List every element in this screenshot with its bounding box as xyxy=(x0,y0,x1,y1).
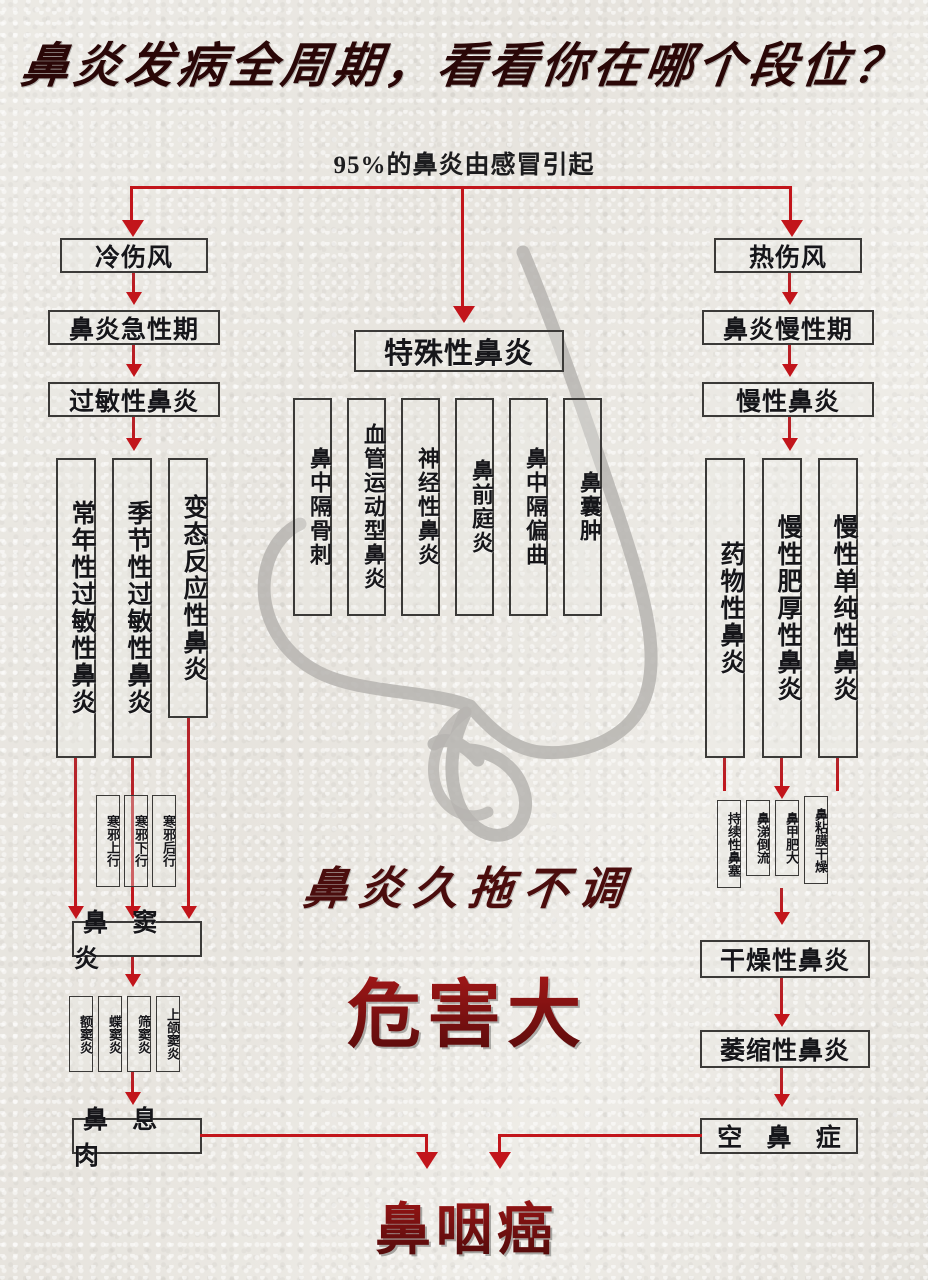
box-left-path-2[interactable]: 寒邪后行 xyxy=(152,795,176,887)
left-connector-5 xyxy=(131,1072,134,1096)
right-path-line-1 xyxy=(780,758,783,791)
bottom-right-connector xyxy=(498,1134,702,1137)
final-outcome-text: 鼻咽癌 xyxy=(0,1185,928,1266)
box-left-sinus-0[interactable]: 额窦炎 xyxy=(69,996,93,1072)
box-right-symptom-0[interactable]: 持续性鼻塞 xyxy=(717,800,741,888)
box-left-subtype-0[interactable]: 常年性过敏性鼻炎 xyxy=(56,458,96,758)
right-path-line-0 xyxy=(723,758,726,791)
box-middle-type-3[interactable]: 鼻前庭炎 xyxy=(455,398,494,616)
warning-line-1: 鼻炎久拖不调 xyxy=(300,864,637,914)
top-right-drop xyxy=(789,186,792,224)
subtitle-text: 95%的鼻炎由感冒引起 xyxy=(333,152,595,179)
arrow-right-1 xyxy=(782,292,798,305)
box-right-subtype-0[interactable]: 药物性鼻炎 xyxy=(705,458,745,758)
left-connector-1 xyxy=(132,273,135,297)
box-middle-type-5[interactable]: 鼻囊肿 xyxy=(563,398,602,616)
box-middle-type-1[interactable]: 血管运动型鼻炎 xyxy=(347,398,386,616)
left-path-line-2 xyxy=(187,718,190,913)
box-right-symptom-2[interactable]: 鼻甲肥大 xyxy=(775,800,799,876)
left-path-line-0 xyxy=(74,758,77,913)
arrow-right-5 xyxy=(774,1014,790,1027)
box-middle-type-2[interactable]: 神经性鼻炎 xyxy=(401,398,440,616)
arrow-right-4 xyxy=(774,912,790,925)
bottom-left-drop xyxy=(425,1134,428,1156)
arrow-right-symptoms xyxy=(774,786,790,799)
box-middle-type-4[interactable]: 鼻中隔偏曲 xyxy=(509,398,548,616)
right-connector-2 xyxy=(788,345,791,369)
box-right-subtype-1[interactable]: 慢性肥厚性鼻炎 xyxy=(762,458,802,758)
box-right-root[interactable]: 热伤风 xyxy=(714,238,862,273)
arrow-right-2 xyxy=(782,364,798,377)
bottom-left-connector xyxy=(200,1134,428,1137)
right-connector-6 xyxy=(780,1068,783,1100)
right-connector-4 xyxy=(780,888,783,916)
arrow-bottom-left xyxy=(416,1152,438,1169)
arrow-left-4 xyxy=(125,974,141,987)
box-right-symptom-1[interactable]: 鼻涕倒流 xyxy=(746,800,770,876)
arrow-to-hot-wind xyxy=(781,220,803,237)
box-right-subtype-2[interactable]: 慢性单纯性鼻炎 xyxy=(818,458,858,758)
box-right-outcome[interactable]: 空 鼻 症 xyxy=(700,1118,858,1154)
box-left-subtype-1[interactable]: 季节性过敏性鼻炎 xyxy=(112,458,152,758)
arrow-right-3 xyxy=(782,438,798,451)
arrow-to-cold-wind xyxy=(122,220,144,237)
box-right-symptom-3[interactable]: 鼻粘膜干燥 xyxy=(804,796,828,884)
arrow-left-3 xyxy=(126,438,142,451)
box-left-outcome[interactable]: 鼻 息 肉 xyxy=(72,1107,202,1170)
arrow-left-1 xyxy=(126,292,142,305)
arrow-left-path-1 xyxy=(125,906,141,919)
box-left-stage[interactable]: 鼻炎急性期 xyxy=(48,310,220,345)
right-connector-1 xyxy=(788,273,791,297)
box-left-sinus-2[interactable]: 筛窦炎 xyxy=(127,996,151,1072)
box-left-subtype-2[interactable]: 变态反应性鼻炎 xyxy=(168,458,208,718)
arrow-left-path-2 xyxy=(181,906,197,919)
left-connector-4 xyxy=(131,957,134,979)
box-right-stage[interactable]: 鼻炎慢性期 xyxy=(702,310,874,345)
box-right-type[interactable]: 慢性鼻炎 xyxy=(702,382,874,417)
box-left-sinus-1[interactable]: 蝶窦炎 xyxy=(98,996,122,1072)
right-connector-3 xyxy=(788,417,791,443)
top-middle-drop xyxy=(461,186,464,310)
right-path-line-2 xyxy=(836,758,839,791)
box-left-path-1[interactable]: 寒邪下行 xyxy=(124,795,148,887)
arrow-left-5 xyxy=(125,1092,141,1105)
box-right-progress[interactable]: 萎缩性鼻炎 xyxy=(700,1030,870,1068)
left-connector-3 xyxy=(132,417,135,443)
box-middle-root[interactable]: 特殊性鼻炎 xyxy=(354,330,564,372)
bottom-right-drop xyxy=(498,1134,501,1156)
box-left-converge[interactable]: 鼻 窦 炎 xyxy=(72,910,202,973)
left-path-line-1 xyxy=(131,758,134,913)
arrow-bottom-right xyxy=(489,1152,511,1169)
arrow-to-special-rhinitis xyxy=(453,306,475,323)
box-left-path-0[interactable]: 寒邪上行 xyxy=(96,795,120,887)
box-right-converge[interactable]: 干燥性鼻炎 xyxy=(700,940,870,978)
top-left-drop xyxy=(130,186,133,224)
arrow-left-2 xyxy=(126,364,142,377)
page-title: 鼻炎发病全周期，看看你在哪个段位？ xyxy=(18,40,909,93)
left-connector-2 xyxy=(132,345,135,369)
right-connector-5 xyxy=(780,978,783,1020)
box-left-type[interactable]: 过敏性鼻炎 xyxy=(48,382,220,417)
box-left-root[interactable]: 冷伤风 xyxy=(60,238,208,273)
arrow-left-path-0 xyxy=(68,906,84,919)
box-left-sinus-3[interactable]: 上颌窦炎 xyxy=(156,996,180,1072)
box-middle-type-0[interactable]: 鼻中隔骨刺 xyxy=(293,398,332,616)
arrow-right-6 xyxy=(774,1094,790,1107)
warning-line-2: 危害大 xyxy=(0,955,928,1062)
